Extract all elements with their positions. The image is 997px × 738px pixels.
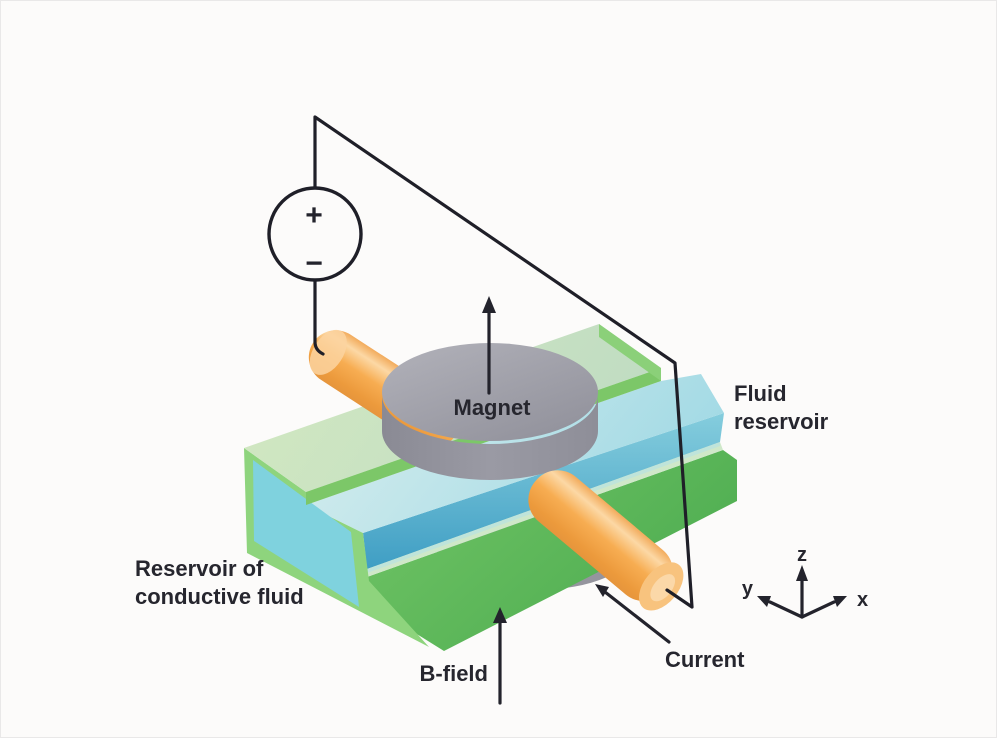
conductive-fluid-label-line1: Reservoir of xyxy=(135,556,264,581)
minus-terminal: − xyxy=(305,247,323,280)
magnet-arrow-head xyxy=(482,296,496,313)
current-arrow-line xyxy=(603,590,671,644)
plus-terminal: + xyxy=(305,199,323,232)
current-label: Current xyxy=(665,647,745,672)
right-electrode-rod xyxy=(528,470,684,611)
fluid-reservoir-label: Fluid reservoir xyxy=(734,381,829,434)
x-axis-line xyxy=(800,600,836,619)
y-axis-line xyxy=(768,600,804,619)
voltage-source: + − xyxy=(267,186,363,282)
right-rod-end-cap-center xyxy=(650,574,676,602)
left-end-fluid-face xyxy=(253,460,359,607)
magnet-side xyxy=(382,395,598,480)
fluid-reservoir-label-line1: Fluid xyxy=(734,381,787,406)
reservoir-base-front-face xyxy=(367,450,737,651)
conductive-fluid-label-line2: conductive fluid xyxy=(135,584,304,609)
z-axis-label: z xyxy=(797,544,807,566)
fluid-reservoir-label-line2: reservoir xyxy=(734,409,829,434)
y-axis-label: y xyxy=(742,578,754,600)
x-axis-label: x xyxy=(857,589,868,611)
b-field-arrow-head xyxy=(493,607,507,623)
lid-right-end-face xyxy=(599,324,661,381)
b-field-label: B-field xyxy=(420,661,488,686)
conductive-fluid-label: Reservoir of conductive fluid xyxy=(135,556,304,609)
axis-triad: z x y xyxy=(742,544,868,619)
voltage-source-circle xyxy=(267,186,363,282)
wire-source-to-left-rod xyxy=(313,279,325,356)
left-rod-end-cap xyxy=(309,329,347,375)
magnet-label: Magnet xyxy=(454,395,532,420)
z-axis-arrow-head xyxy=(796,565,808,581)
wire-source-to-right-rod xyxy=(313,115,694,609)
current-arrow-head xyxy=(595,584,609,597)
y-axis-arrow-head xyxy=(757,596,771,607)
x-axis-arrow-head xyxy=(833,596,847,607)
